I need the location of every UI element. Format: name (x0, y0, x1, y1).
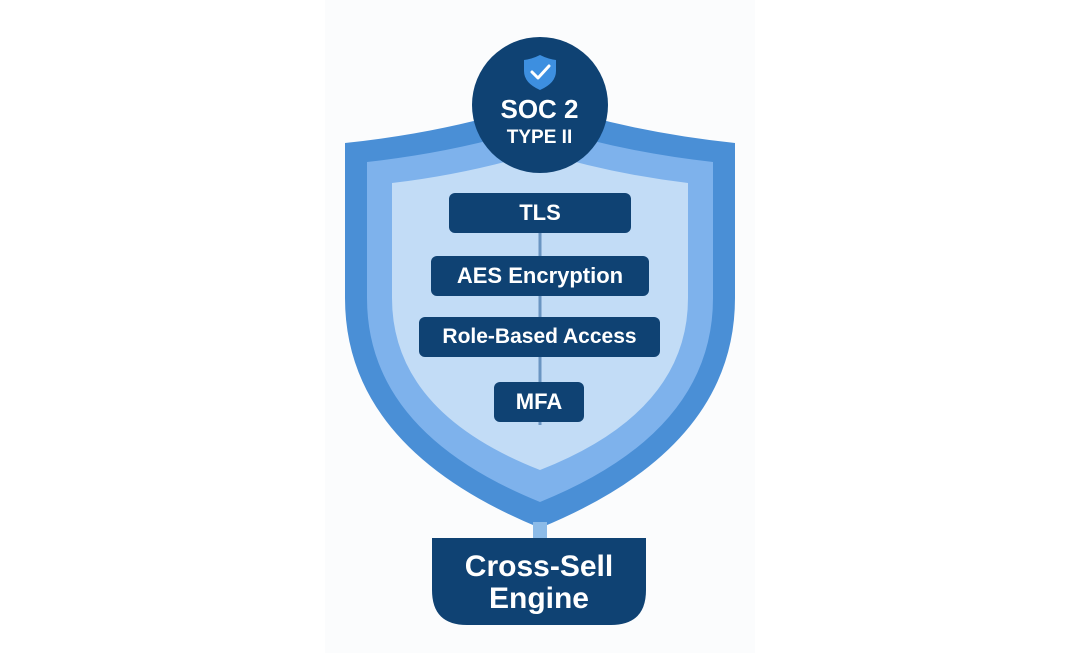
shield-check-icon (524, 55, 556, 90)
engine-box (432, 538, 646, 625)
soc2-badge-circle (472, 37, 608, 173)
